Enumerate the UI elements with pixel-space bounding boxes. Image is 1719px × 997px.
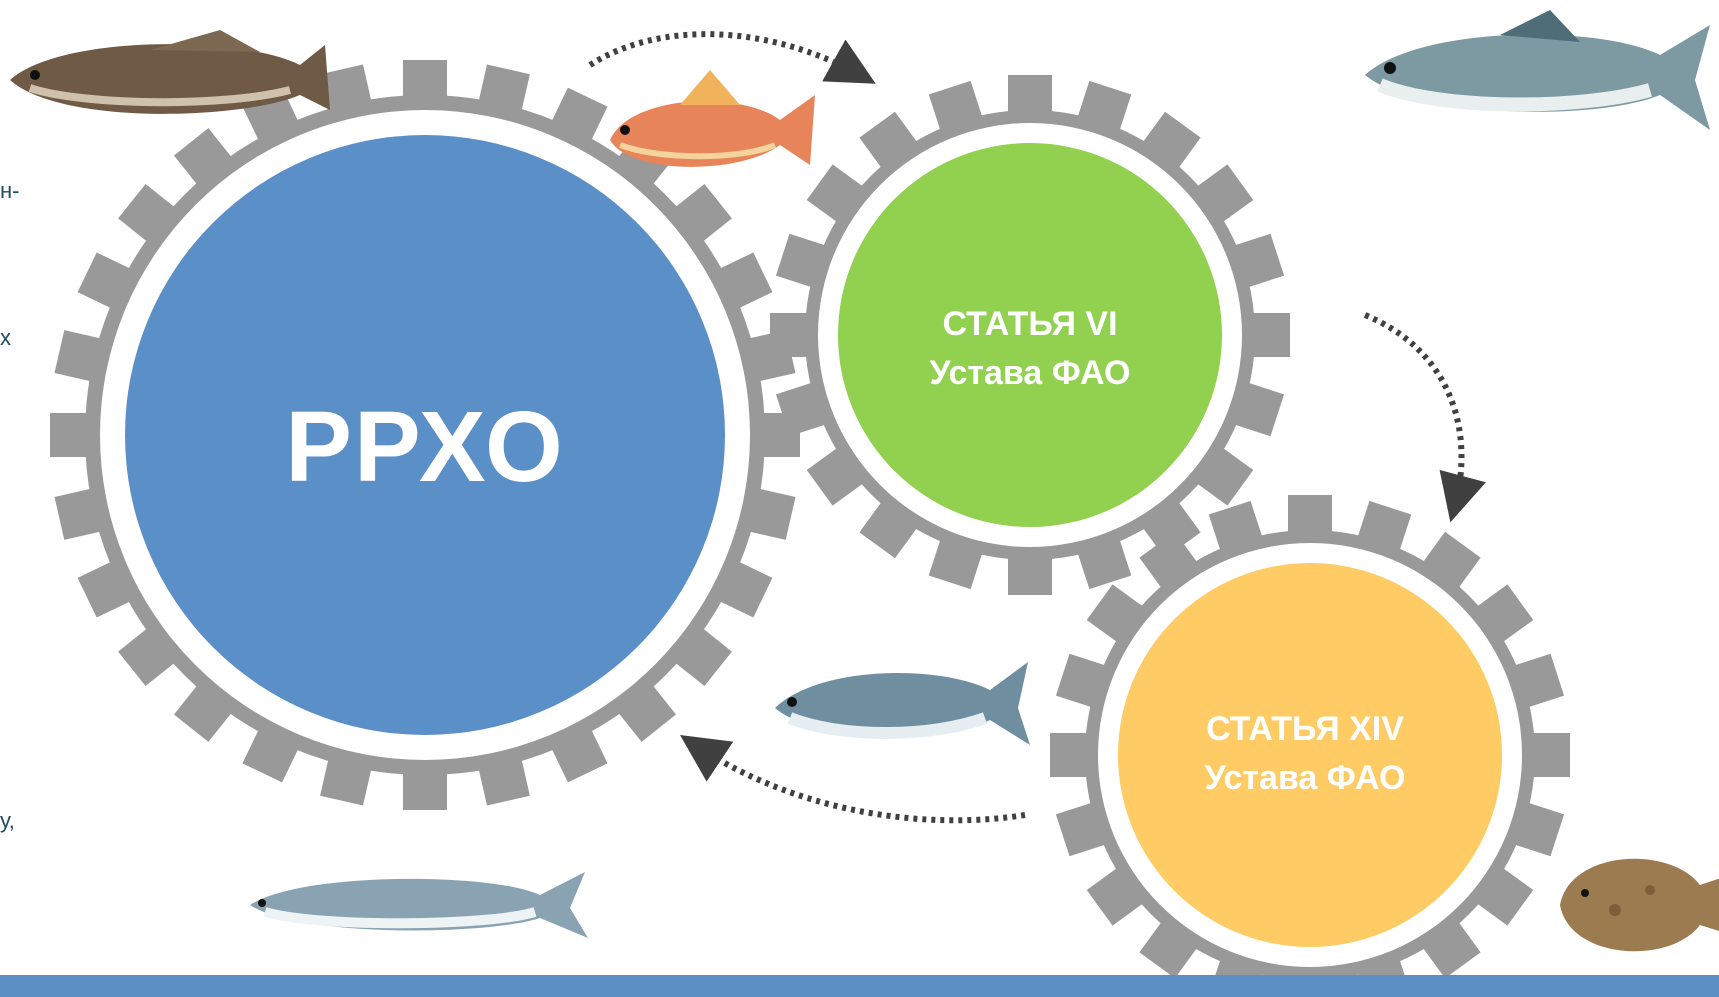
gear-rrho — [50, 60, 800, 810]
bottom-band — [0, 975, 1719, 997]
left-text-fragment: н- — [0, 178, 20, 203]
gear-tooth — [50, 413, 95, 457]
gear-core — [1118, 563, 1502, 947]
gear-tooth — [755, 413, 800, 457]
rrho-label: РРХО — [285, 391, 565, 503]
gear-tooth — [1050, 733, 1095, 777]
red-mullet-fish-icon — [610, 70, 815, 167]
article-xiv-title: СТАТЬЯ XIV — [1206, 710, 1404, 748]
gear-vi — [770, 75, 1290, 595]
article-vi-label: СТАТЬЯ VI Устава ФАО — [880, 300, 1180, 399]
gear-xiv — [1050, 495, 1570, 997]
article-xiv-label: СТАТЬЯ XIV Устава ФАО — [1155, 705, 1455, 804]
herring-fish-icon — [775, 662, 1030, 745]
arrow-top — [588, 31, 876, 84]
flounder-fish-icon — [1560, 858, 1719, 952]
gear-core — [838, 143, 1222, 527]
arrow-right — [1363, 312, 1486, 523]
arrow-bottom — [680, 735, 1026, 824]
left-text-fragment: х — [0, 325, 11, 350]
gear-tooth — [1245, 313, 1290, 357]
mackerel-fish-icon — [1365, 10, 1710, 130]
anchovy-fish-icon — [250, 872, 588, 938]
cod-fish-icon — [10, 30, 330, 114]
article-vi-subtitle: Устава ФАО — [929, 354, 1131, 393]
article-vi-title: СТАТЬЯ VI — [942, 305, 1118, 343]
left-text-fragment: у, — [0, 808, 15, 833]
gear-core — [125, 135, 725, 735]
gear-tooth — [1525, 733, 1570, 777]
article-xiv-subtitle: Устава ФАО — [1204, 759, 1406, 798]
